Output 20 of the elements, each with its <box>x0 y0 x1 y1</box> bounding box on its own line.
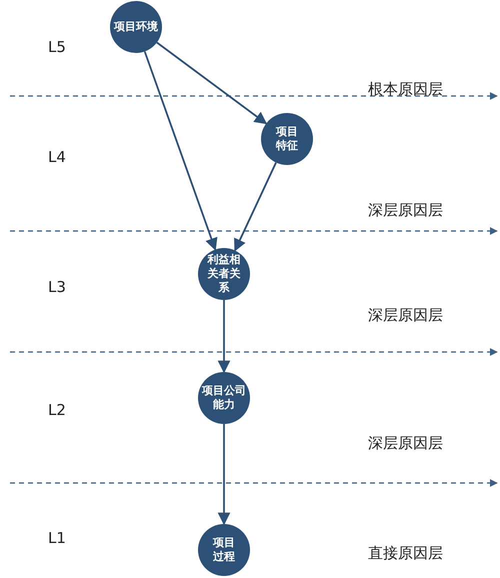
layer-label: 根本原因层 <box>368 80 443 99</box>
level-label: L4 <box>48 148 66 166</box>
layer-label: 深层原因层 <box>368 201 443 220</box>
cause-circle: 项目公司能力 <box>198 372 250 424</box>
cause-circle: 项目特征 <box>261 113 313 165</box>
arrow <box>156 42 268 124</box>
cause-circle: 项目环境 <box>110 1 162 53</box>
cause-circle: 利益相关者关系 <box>198 248 250 300</box>
layer-label: 深层原因层 <box>368 434 443 453</box>
layer-label: 深层原因层 <box>368 306 443 325</box>
arrow <box>218 424 230 526</box>
level-label: L5 <box>48 38 66 56</box>
cause-circle: 项目过程 <box>198 524 250 576</box>
level-label: L3 <box>48 278 66 296</box>
level-label: L2 <box>48 401 66 419</box>
layer-label: 直接原因层 <box>368 544 443 563</box>
arrow <box>218 300 230 374</box>
arrow <box>144 51 218 251</box>
level-label: L1 <box>48 529 66 547</box>
arrow <box>234 162 277 252</box>
